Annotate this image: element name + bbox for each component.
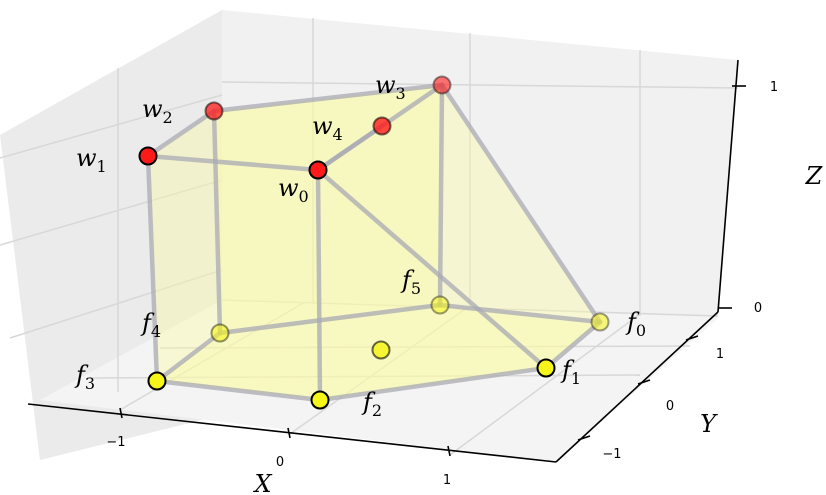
axis-lines [27,59,739,463]
y-tick-mark [577,435,591,441]
x-tick-mark [447,445,451,457]
polytope-face [148,156,320,400]
polytope-face [214,85,442,333]
y-tick-label: 0 [666,399,674,414]
vertex-f2 [310,390,330,410]
polytope-edge [315,123,385,173]
polytope-face [148,85,442,170]
x-tick-mark [119,407,123,419]
polytope-edge [437,302,603,325]
x-tick-label: 0 [276,455,284,470]
vertex-f0 [590,312,610,332]
vertex-f1 [536,358,556,378]
z-axis-label: Z [805,162,824,190]
x-axis-label: X [252,470,272,495]
x-axis-line [27,403,557,463]
polytope-edge [145,153,160,384]
polytope-faces [148,85,600,400]
vertex-f5 [430,295,450,315]
x-tick-label: −1 [106,435,125,450]
polytope-edge [145,153,321,173]
vertex-f4 [210,323,230,343]
polytope-edge [217,302,443,336]
vertex-label-w2: w2 [142,95,173,127]
vertex-f3 [147,371,167,391]
x-tick-mark [287,427,291,439]
y-tick-mark [685,335,699,341]
vertex-w2 [204,101,224,121]
vertex-w1 [138,146,158,166]
axis-ticks [119,85,746,457]
polytope-edges [145,82,603,403]
polytope-edge [145,108,217,159]
vertex-w3 [432,75,452,95]
polytope-face [318,85,600,400]
polytope-edge [154,330,223,384]
polytope-edge [437,82,445,308]
y-tick-label: −1 [602,447,621,462]
y-tick-label: 1 [716,347,724,362]
y-axis-label: Y [700,410,718,438]
vertex-label-w4: w4 [312,112,343,144]
vertex-label-w0: w0 [278,174,309,206]
polytope-edge [543,319,603,371]
vertex-label-w3: w3 [375,71,406,103]
polytope-vertices [138,75,610,410]
z-tick-label: 1 [770,80,778,95]
polytope-edge [317,365,549,403]
y-tick-mark [637,379,651,385]
vertex-w0 [308,160,328,180]
vertex-f6 [371,340,391,360]
polytope-edge [439,82,603,325]
polytope-edge [315,167,323,403]
y-axis-line [555,311,719,463]
vertex-label-w1: w1 [76,144,107,176]
vertex-w4 [372,116,392,136]
polytope-edge [211,108,223,336]
z-axis-line [717,59,739,313]
polytope-edge [154,378,323,403]
polytope-edge [315,167,549,371]
polytope-edge [211,82,445,114]
x-tick-label: 1 [443,473,451,488]
z-tick-label: 0 [754,301,762,316]
